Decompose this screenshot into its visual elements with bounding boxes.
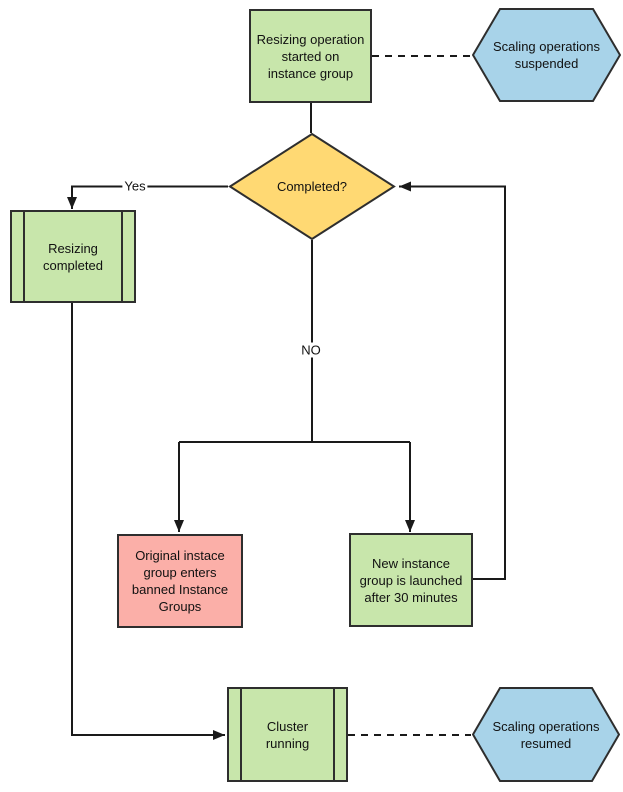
node-cluster-running: Cluster running <box>227 687 348 782</box>
edge-label-yes: Yes <box>122 178 148 194</box>
predefined-bar-right <box>121 212 123 301</box>
predefined-bar-left <box>240 689 242 780</box>
edge-label-no: NO <box>299 342 323 358</box>
hexagon-shape <box>472 687 620 782</box>
edge-yes-to-resizing-completed <box>67 185 228 209</box>
node-scaling-resumed-label: Scaling operations resumed <box>492 718 600 751</box>
node-resizing-completed: Resizing completed <box>10 210 136 303</box>
node-scaling-suspended-label: Scaling operations suspended <box>493 39 600 71</box>
diamond-shape <box>228 133 396 240</box>
node-cluster-running-label: Cluster running <box>265 718 310 751</box>
node-completed-decision: Completed? <box>228 133 396 240</box>
edge-new-group-to-decision <box>399 181 506 580</box>
node-new-instance-group-label: New instance group is launched after 30 … <box>359 555 463 605</box>
hexagon-shape <box>472 8 621 102</box>
predefined-bar-right <box>333 689 335 780</box>
predefined-bar-left <box>23 212 25 301</box>
node-completed-decision-label: Completed? <box>276 179 348 194</box>
node-resizing-started-label: Resizing operation started on instance g… <box>256 31 365 81</box>
node-resizing-completed-label: Resizing completed <box>43 240 103 273</box>
node-banned-instance-groups-label: Original instace group enters banned Ins… <box>131 548 229 614</box>
node-new-instance-group: New instance group is launched after 30 … <box>349 533 473 627</box>
node-resizing-started: Resizing operation started on instance g… <box>249 9 372 103</box>
node-scaling-resumed: Scaling operations resumed <box>472 687 620 782</box>
edge-resizing-completed-to-cluster <box>71 303 225 740</box>
node-scaling-suspended: Scaling operations suspended <box>472 8 621 102</box>
node-banned-instance-groups: Original instace group enters banned Ins… <box>117 534 243 628</box>
